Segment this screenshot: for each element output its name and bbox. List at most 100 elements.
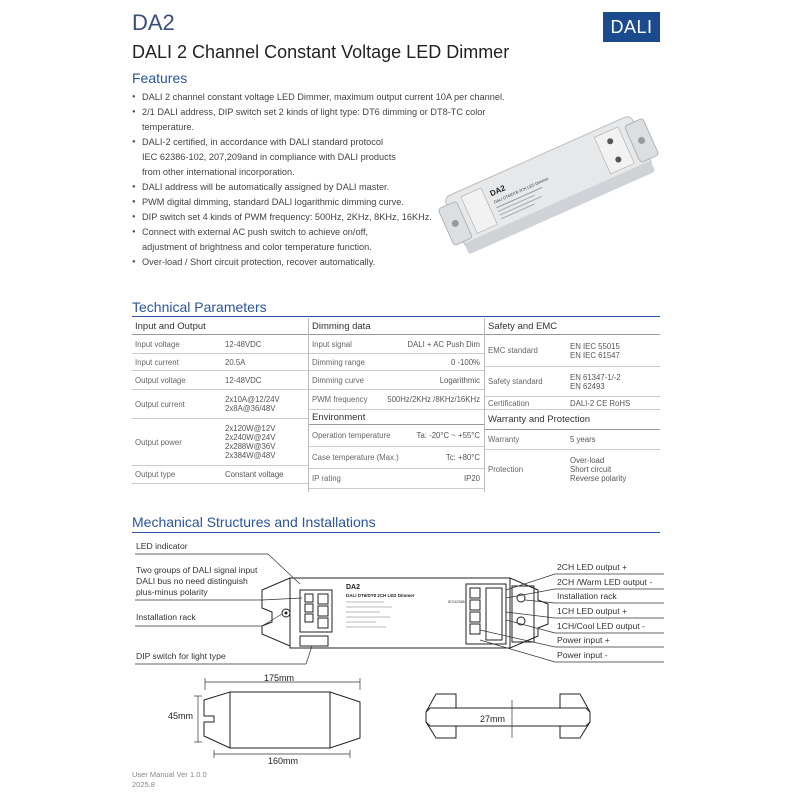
param-key: Operation temperature bbox=[312, 431, 391, 440]
device-subtitle: DALI DT6/DT8 2CH LED Dimmer bbox=[346, 593, 415, 598]
feature-text: 2/1 DALI address, DIP switch set 2 kinds… bbox=[142, 107, 486, 132]
callout-1ch-cool-output-minus: 1CH/Cool LED output - bbox=[557, 621, 645, 631]
callout-2ch-warm-output-minus: 2CH /Warm LED output - bbox=[557, 577, 653, 587]
param-value-line: Reverse polarity bbox=[570, 473, 627, 483]
callout-2ch-output-plus: 2CH LED output + bbox=[557, 562, 627, 572]
param-value: Logarithmic bbox=[439, 375, 480, 385]
features-title: Features bbox=[132, 70, 188, 86]
param-value-line: Over-load bbox=[570, 455, 605, 465]
param-value: Ta: -20°C ~ +55°C bbox=[416, 431, 480, 440]
param-key: Input voltage bbox=[135, 339, 180, 349]
callout-dip-switch: DIP switch for light type bbox=[136, 651, 226, 661]
table-row: Case temperature (Max.)Tc: +80°C bbox=[309, 447, 484, 469]
feature-item: PWM digital dimming, standard DALI logar… bbox=[132, 195, 532, 210]
table-row: Warranty 5 years bbox=[485, 430, 660, 450]
param-value: DALI-2 CE RoHS bbox=[570, 398, 631, 408]
param-value-line: 2x10A@12/24V bbox=[225, 395, 280, 404]
tech-rule bbox=[132, 316, 660, 317]
feature-text: DALI 2 channel constant voltage LED Dimm… bbox=[142, 92, 505, 102]
param-value: 500Hz/2KHz /8KHz/16KHz bbox=[387, 395, 480, 404]
feature-item: DIP switch set 4 kinds of PWM frequency:… bbox=[132, 210, 532, 225]
table-row: PWM frequency 500Hz/2KHz /8KHz/16KHz bbox=[309, 390, 484, 410]
tech-col-head: Safety and EMC bbox=[485, 318, 660, 335]
callout-dali-input-line2: DALI bus no need distinguish bbox=[136, 576, 248, 586]
table-row: Output voltage 12-48VDC bbox=[132, 371, 308, 390]
param-value-line: EN 61347-1/-2 bbox=[570, 372, 621, 382]
callout-1ch-output-plus: 1CH LED output + bbox=[557, 606, 627, 616]
callout-dali-input: Two groups of DALI signal input bbox=[136, 565, 258, 575]
callout-dali-input-line3: plus-minus polarity bbox=[136, 587, 208, 597]
feature-text: PWM digital dimming, standard DALI logar… bbox=[142, 197, 404, 207]
footer-date: 2025.8 bbox=[132, 780, 155, 789]
param-value: 0 -100% bbox=[450, 357, 480, 367]
features-list: DALI 2 channel constant voltage LED Dimm… bbox=[132, 90, 532, 270]
param-value-line: 2x288W@36V bbox=[225, 442, 276, 451]
param-value-line: 2x8A@36/48V bbox=[225, 404, 276, 413]
callout-installation-rack-right: Installation rack bbox=[557, 591, 617, 601]
param-value-line: 2x120W@12V bbox=[225, 424, 276, 433]
dim-length-160: 160mm bbox=[268, 756, 298, 766]
param-key: Case temperature (Max.) bbox=[312, 453, 399, 462]
product-code: DA2 bbox=[132, 10, 175, 35]
param-value: DALI + AC Push Dim bbox=[407, 339, 480, 349]
param-value: 12-48VDC bbox=[225, 375, 262, 385]
param-key: PWM frequency bbox=[312, 395, 368, 404]
param-key: Safety standard bbox=[488, 377, 543, 386]
feature-text: DALI address will be automatically assig… bbox=[142, 182, 390, 192]
param-key: Warranty bbox=[488, 435, 520, 444]
feature-item: 2/1 DALI address, DIP switch set 2 kinds… bbox=[132, 105, 532, 135]
table-row: Dimming curve Logarithmic bbox=[309, 371, 484, 390]
tech-table: Input and Output Input voltage 12-48VDC I… bbox=[132, 318, 660, 492]
table-row: Operation temperature Ta: -20°C ~ +55°C bbox=[309, 425, 484, 447]
dali-badge: DALI bbox=[603, 12, 660, 42]
dim-height-27: 27mm bbox=[480, 714, 505, 724]
param-key: Input current bbox=[135, 357, 179, 367]
table-row: Input current 20.5A bbox=[132, 354, 308, 371]
feature-text-line2: adjustment of brightness and color tempe… bbox=[142, 242, 372, 252]
footer-manual-version: User Manual Ver 1.0.0 bbox=[132, 770, 207, 779]
product-photo: DA2 DALI DT6/DT8 2CH LED Dimmer bbox=[438, 116, 659, 254]
param-value: 20.5A bbox=[225, 357, 246, 367]
mech-title: Mechanical Structures and Installations bbox=[132, 514, 376, 530]
param-key: Input signal bbox=[312, 339, 352, 349]
dim-length-175: 175mm bbox=[264, 673, 294, 683]
callout-power-input-minus: Power input - bbox=[557, 650, 608, 660]
table-row: Input signal DALI + AC Push Dim bbox=[309, 335, 484, 354]
param-value-line: EN 62493 bbox=[570, 381, 605, 391]
tech-col-head: Input and Output bbox=[132, 318, 308, 335]
table-row: Input voltage 12-48VDC bbox=[132, 335, 308, 354]
param-key: Dimming curve bbox=[312, 375, 364, 385]
feature-item: DALI 2 channel constant voltage LED Dimm… bbox=[132, 90, 532, 105]
feature-item: DALI address will be automatically assig… bbox=[132, 180, 532, 195]
param-value-line: 2x384W@48V bbox=[225, 451, 276, 460]
feature-text-line3: from other international incorporation. bbox=[142, 167, 295, 177]
dim-width-45: 45mm bbox=[168, 711, 193, 721]
param-value: 5 years bbox=[570, 435, 596, 444]
feature-text: Connect with external AC push switch to … bbox=[142, 227, 369, 237]
tech-subhead: Warranty and Protection bbox=[485, 410, 660, 430]
feature-text: DIP switch set 4 kinds of PWM frequency:… bbox=[142, 212, 432, 222]
device-code: IEC62386 bbox=[448, 600, 465, 604]
param-value: 12-48VDC bbox=[225, 339, 262, 349]
feature-text: Over-load / Short circuit protection, re… bbox=[142, 257, 376, 267]
param-key: Certification bbox=[488, 398, 530, 408]
param-value: Constant voltage bbox=[225, 470, 284, 479]
table-row: Certification DALI-2 CE RoHS bbox=[485, 397, 660, 410]
feature-text: DALI-2 certified, in accordance with DAL… bbox=[142, 137, 384, 147]
param-key: Output voltage bbox=[135, 375, 186, 385]
param-key: Protection bbox=[488, 464, 524, 474]
param-value-line: Short circuit bbox=[570, 464, 612, 474]
param-key: Output power bbox=[135, 437, 182, 447]
feature-item: Over-load / Short circuit protection, re… bbox=[132, 255, 532, 270]
feature-item: DALI-2 certified, in accordance with DAL… bbox=[132, 135, 532, 180]
